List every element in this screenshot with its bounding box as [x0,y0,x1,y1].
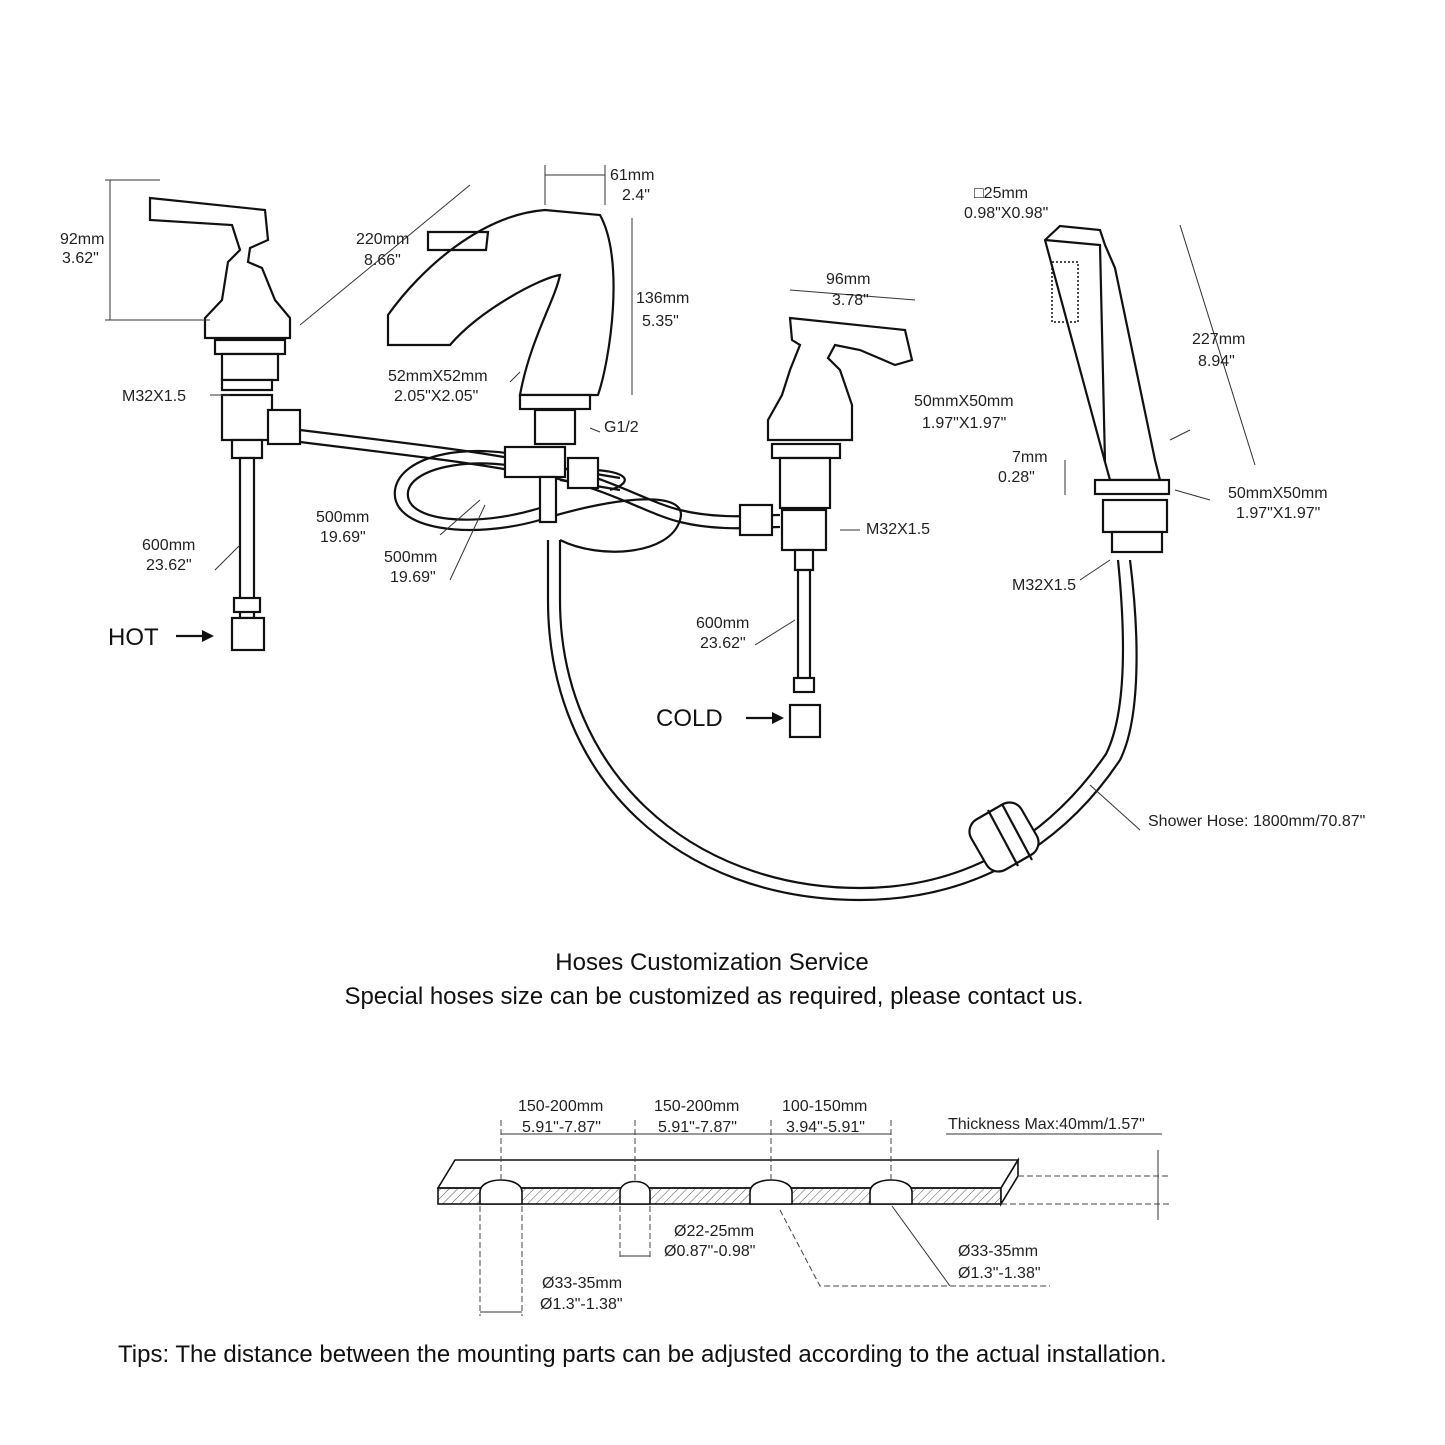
spout-depth-in: 2.4" [622,187,650,204]
spout-base-mm: 52mmX52mm [388,368,488,385]
deck-hole-4 [869,1179,913,1205]
right-handle-width-in: 3.78" [832,292,869,309]
deck-plate [436,1120,1170,1316]
shower-base-in: 1.97"X1.97" [1236,505,1320,522]
shower-gap-in: 0.28" [998,469,1035,486]
shower-hose-length: Shower Hose: 1800mm/70.87" [1148,813,1365,830]
deck-hole-right-mm: Ø33-35mm [958,1243,1038,1260]
handle-height-mm: 92mm [60,231,104,248]
cold-hose-mm: 600mm [696,615,749,632]
deck-spacing-3-mm: 100-150mm [782,1098,867,1115]
shower-base-mm: 50mmX50mm [1228,485,1328,502]
deck-hole-2 [619,1180,651,1205]
shower-thread: M32X1.5 [1012,577,1076,594]
deck-spacing-1-mm: 150-200mm [518,1098,603,1115]
spout-height-mm: 136mm [636,290,689,307]
deck-hole-3 [749,1179,793,1205]
deck-hole-left-in: Ø1.3"-1.38" [540,1296,623,1313]
hose-b-mm: 500mm [384,549,437,566]
dimension-lines [105,165,1256,831]
shower-length-mm: 227mm [1192,331,1245,348]
spout [386,208,615,524]
shower-square-mm: □25mm [974,185,1028,202]
tips-text: Tips: The distance between the mounting … [118,1341,1167,1368]
service-title: Hoses Customization Service [555,949,868,976]
cold-hose-in: 23.62" [700,635,746,652]
hot-handle [148,196,302,652]
shower-length-in: 8.94" [1198,353,1235,370]
deck-hole-right-in: Ø1.3"-1.38" [958,1265,1041,1282]
deck-thickness: Thickness Max:40mm/1.57" [948,1116,1145,1133]
spout-length-in: 8.66" [364,252,401,269]
shower-square-in: 0.98"X0.98" [964,205,1048,222]
cold-handle [738,316,914,739]
right-handle-width-mm: 96mm [826,271,870,288]
handle-height-in: 3.62" [62,250,99,267]
right-handle-base-in: 1.97"X1.97" [922,415,1006,432]
spout-thread: G1/2 [604,419,639,436]
hot-label: HOT [108,624,159,651]
spout-height-in: 5.35" [642,313,679,330]
hot-hose-mm: 600mm [142,537,195,554]
hot-hose-in: 23.62" [146,557,192,574]
shower-gap-mm: 7mm [1012,449,1048,466]
cold-label: COLD [656,705,723,732]
hose-a-mm: 500mm [316,509,369,526]
spout-depth-mm: 61mm [610,167,654,184]
deck-spacing-2-mm: 150-200mm [654,1098,739,1115]
spout-base-in: 2.05"X2.05" [394,388,478,405]
right-handle-base-mm: 50mmX50mm [914,393,1014,410]
shower-handheld [1043,224,1171,554]
deck-hole-small-mm: Ø22-25mm [674,1223,754,1240]
deck-spacing-3-in: 3.94"-5.91" [786,1119,865,1136]
deck-spacing-1-in: 5.91"-7.87" [522,1119,601,1136]
hose-a-in: 19.69" [320,529,366,546]
hose-b-in: 19.69" [390,569,436,586]
deck-hole-left-mm: Ø33-35mm [542,1275,622,1292]
shower-hose [546,540,1138,902]
deck-hole-1 [479,1179,523,1205]
right-thread: M32X1.5 [866,521,930,538]
hose-weight [968,801,1040,873]
hot-arrow [176,630,214,642]
spout-length-mm: 220mm [356,231,409,248]
deck-hole-small-in: Ø0.87"-0.98" [664,1243,755,1260]
deck-spacing-2-in: 5.91"-7.87" [658,1119,737,1136]
service-subtitle: Special hoses size can be customized as … [344,983,1083,1010]
left-thread: M32X1.5 [122,388,186,405]
cold-arrow [746,712,784,724]
